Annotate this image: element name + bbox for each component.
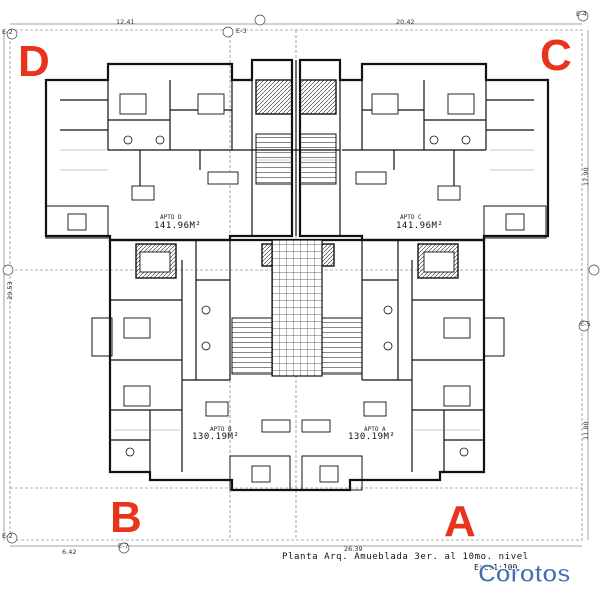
dimension-top-right: 20.42 [396, 18, 415, 26]
dimension-right-lower: 11.80 [582, 421, 590, 440]
corner-label-d: D [18, 37, 50, 86]
dining-tables [67, 185, 525, 483]
dimension-bottom-left: 6.42 [62, 548, 77, 556]
detail-lines [60, 149, 534, 431]
drawing-title: Planta Arq. Amueblada 3er. al 10mo. nive… [282, 552, 529, 562]
bathroom-fixtures [123, 135, 471, 457]
apartment-label-a: APTO A [364, 426, 386, 433]
axis-label-e3: E-3 [236, 27, 247, 35]
corner-label-c: C [540, 31, 572, 80]
dimension-left-total: 29.53 [6, 281, 14, 300]
stairs [231, 133, 363, 375]
axis-label-e4: E-4 [576, 10, 587, 18]
dimension-bottom-total: 26.39 [344, 545, 363, 553]
apartment-area-b: 130.19M² [192, 432, 240, 442]
apartment-area-a: 130.19M² [348, 432, 396, 442]
apartment-label-d: APTO D [160, 214, 182, 221]
tiled-corridor [271, 239, 323, 377]
axis-label-e2-bottom: E-2 [2, 532, 13, 540]
sofas [207, 171, 387, 433]
drawing-scale: Esc.1:100 [474, 563, 518, 572]
apartment-label-b: APTO B [210, 426, 232, 433]
axis-label-e2-top: E-2 [2, 28, 13, 36]
dimension-lines [3, 23, 589, 547]
brand-logo: Corotos [477, 560, 571, 589]
balconies [45, 205, 547, 491]
corner-label-b: B [110, 493, 142, 542]
interior-walls [60, 60, 534, 472]
corner-label-a: A [444, 497, 476, 546]
axis-label-e7: E-7 [118, 542, 129, 550]
dimension-top-left: 12.41 [116, 18, 135, 26]
axis-bubbles [2, 10, 600, 554]
apartment-label-c: APTO C [400, 214, 422, 221]
apartment-area-c: 141.96M² [396, 221, 444, 231]
axis-label-e5: E-5 [580, 320, 591, 328]
dimension-right-upper: 17.90 [582, 167, 590, 186]
apartment-area-d: 141.96M² [154, 221, 202, 231]
beds [119, 93, 475, 407]
